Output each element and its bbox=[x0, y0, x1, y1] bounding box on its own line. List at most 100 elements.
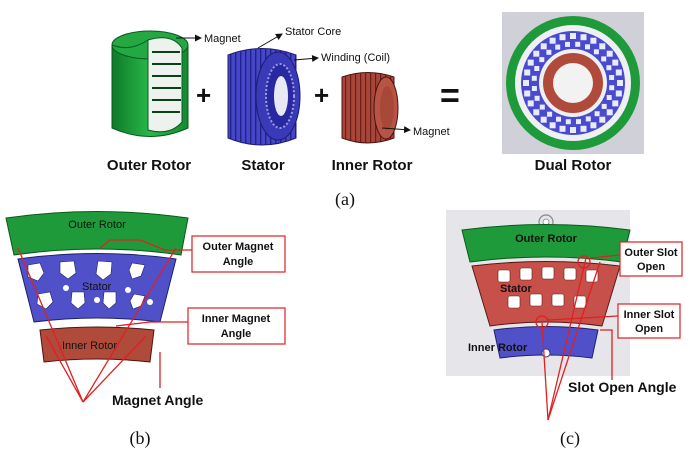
equals-operator: = bbox=[440, 77, 460, 115]
callout-magnet-outer: Magnet bbox=[176, 33, 241, 45]
stator-slot bbox=[606, 109, 613, 116]
stator-segment: Stator bbox=[17, 253, 177, 323]
stator-slot bbox=[606, 65, 612, 71]
box-outer-magnet-angle: Outer Magnet Angle bbox=[191, 235, 286, 273]
outer-rotor-segment-c: Outer Rotor bbox=[461, 224, 631, 263]
panel-a: Magnet Stator Core Winding (Coil) Magnet… bbox=[107, 12, 644, 210]
stator-slot bbox=[539, 104, 545, 110]
panel-c: Outer Rotor Stator Inner Rotor bbox=[446, 210, 683, 449]
stator-slot bbox=[556, 116, 561, 122]
outer-rotor-3d bbox=[111, 30, 189, 137]
panel-b: Outer Rotor Stator Inner Rotor bbox=[5, 211, 286, 449]
stator-slot bbox=[570, 127, 576, 133]
svg-text:Stator: Stator bbox=[82, 281, 112, 293]
stator-slot bbox=[534, 66, 540, 71]
svg-text:Inner Rotor: Inner Rotor bbox=[62, 340, 117, 352]
subfigure-label-b: (b) bbox=[130, 428, 151, 449]
stator-slot bbox=[609, 85, 615, 91]
stator-slot bbox=[527, 59, 534, 66]
stator-slot bbox=[540, 116, 547, 123]
stator-slot bbox=[546, 49, 552, 55]
callout-stator-core: Stator Core bbox=[257, 26, 341, 49]
stator-slot bbox=[565, 119, 571, 125]
stator-slot bbox=[565, 41, 570, 47]
stator-slot bbox=[559, 125, 566, 132]
stator-slot bbox=[601, 56, 607, 62]
stator-slot bbox=[576, 119, 581, 125]
stator-slot bbox=[559, 34, 566, 41]
stator-slot bbox=[609, 75, 615, 80]
outer-rotor-segment: Outer Rotor bbox=[5, 211, 189, 256]
inner-rotor-segment: Inner Rotor bbox=[39, 326, 155, 363]
callout-winding: Winding (Coil) bbox=[293, 52, 390, 64]
stator-slot bbox=[612, 100, 619, 107]
stator-slot bbox=[585, 116, 591, 122]
svg-text:Open: Open bbox=[637, 261, 665, 273]
svg-text:Stator Core: Stator Core bbox=[285, 26, 341, 38]
stator-slot bbox=[580, 125, 587, 132]
svg-text:Inner Magnet: Inner Magnet bbox=[202, 313, 271, 325]
stator-slot bbox=[606, 50, 613, 57]
inner-rotor-3d bbox=[341, 72, 399, 144]
slot-open-markers bbox=[535, 254, 621, 421]
stator-slot bbox=[524, 90, 531, 97]
svg-text:Winding (Coil): Winding (Coil) bbox=[321, 52, 390, 64]
stator-slot bbox=[531, 75, 537, 81]
stator-slot bbox=[590, 122, 597, 129]
box-outer-slot-open: Outer Slot Open bbox=[619, 241, 683, 277]
magnet-angle-lines bbox=[17, 239, 192, 403]
stator-slot bbox=[527, 100, 534, 107]
plus-operator-2: + bbox=[314, 80, 329, 110]
magnet-angle-label: Magnet Angle bbox=[112, 392, 203, 408]
svg-text:Outer Magnet: Outer Magnet bbox=[203, 241, 274, 253]
stator-slot bbox=[534, 95, 540, 101]
caption-inner-rotor: Inner Rotor bbox=[332, 157, 413, 174]
svg-text:Magnet: Magnet bbox=[413, 126, 450, 138]
stator-slot bbox=[549, 37, 556, 44]
stator-slot bbox=[549, 122, 556, 129]
stator-segment-c: Stator bbox=[471, 261, 621, 327]
stator-slot bbox=[523, 80, 529, 86]
stator-slot bbox=[612, 59, 619, 66]
stator-slot bbox=[547, 111, 553, 117]
stator-slot bbox=[601, 103, 607, 109]
svg-text:Inner Slot: Inner Slot bbox=[624, 309, 675, 321]
subfigure-label-a: (a) bbox=[335, 189, 355, 210]
svg-text:Angle: Angle bbox=[221, 328, 252, 340]
stator-slot bbox=[531, 86, 537, 91]
callout-magnet-inner: Magnet bbox=[381, 126, 450, 138]
box-inner-slot-open: Inner Slot Open bbox=[617, 303, 681, 339]
stator-slot bbox=[594, 111, 600, 117]
stator-slot bbox=[533, 50, 540, 57]
svg-text:Magnet: Magnet bbox=[204, 33, 241, 45]
svg-text:Outer Slot: Outer Slot bbox=[624, 247, 678, 259]
dual-rotor-cross-section bbox=[502, 12, 644, 154]
svg-text:Outer Rotor: Outer Rotor bbox=[515, 233, 577, 245]
stator-slot bbox=[593, 49, 599, 55]
caption-stator: Stator bbox=[241, 157, 285, 174]
svg-text:Stator: Stator bbox=[500, 283, 533, 295]
stator-slot bbox=[524, 69, 531, 76]
stator-slot bbox=[606, 95, 612, 100]
stator-slot bbox=[599, 43, 606, 50]
svg-text:Angle: Angle bbox=[223, 256, 254, 268]
stator-slot bbox=[575, 41, 581, 47]
caption-outer-rotor: Outer Rotor bbox=[107, 157, 191, 174]
svg-text:Inner Rotor: Inner Rotor bbox=[468, 342, 528, 354]
slot-open-angle-label: Slot Open Angle bbox=[568, 379, 677, 395]
stator-slot bbox=[590, 37, 597, 44]
plus-operator-1: + bbox=[196, 80, 211, 110]
stator-slot bbox=[617, 80, 623, 86]
stator-slot bbox=[555, 44, 561, 50]
stator-slot bbox=[540, 43, 547, 50]
caption-dual-rotor: Dual Rotor bbox=[535, 157, 612, 174]
box-inner-magnet-angle: Inner Magnet Angle bbox=[187, 307, 286, 345]
stator-slot bbox=[615, 69, 622, 76]
stator-slot bbox=[599, 116, 606, 123]
stator-slot bbox=[585, 44, 590, 50]
stator-slot bbox=[580, 34, 587, 41]
subfigure-label-c: (c) bbox=[560, 428, 580, 449]
svg-text:Open: Open bbox=[635, 323, 663, 335]
svg-text:Outer Rotor: Outer Rotor bbox=[68, 219, 126, 231]
